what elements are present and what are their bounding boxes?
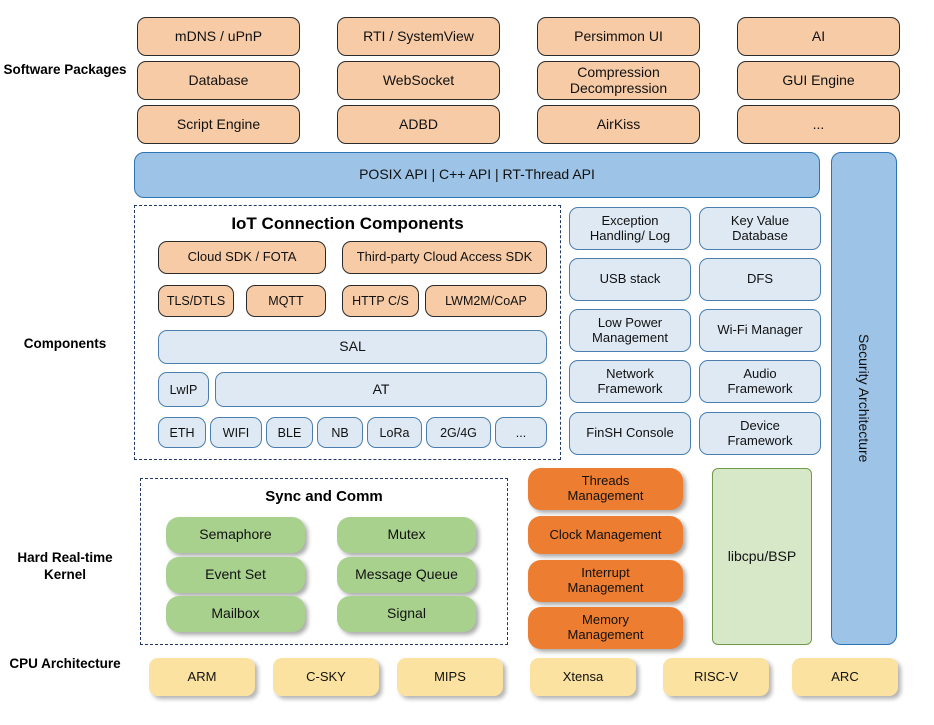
iot-lwip[interactable]: LwIP xyxy=(158,372,209,407)
kernel-message-queue[interactable]: Message Queue xyxy=(337,557,476,593)
software-package-more[interactable]: ... xyxy=(737,105,900,144)
iot-link-lora[interactable]: LoRa xyxy=(367,417,422,448)
cpu-arch-risc-v[interactable]: RISC-V xyxy=(663,658,769,696)
kernel-semaphore[interactable]: Semaphore xyxy=(166,517,305,553)
software-package-gui-engine[interactable]: GUI Engine xyxy=(737,61,900,100)
component-finsh-console[interactable]: FinSH Console xyxy=(569,412,691,455)
cpu-arch-xtensa[interactable]: Xtensa xyxy=(530,658,636,696)
row-label-kernel: Hard Real-time Kernel xyxy=(17,550,113,582)
security-architecture-bar[interactable]: Security Architecture xyxy=(831,152,897,645)
component-dfs[interactable]: DFS xyxy=(699,258,821,301)
row-label-components: Components xyxy=(23,336,107,351)
software-package-websocket[interactable]: WebSocket xyxy=(337,61,500,100)
row-label-cpu-architecture: CPU Architecture xyxy=(9,656,121,671)
software-package-compression-decompression[interactable]: Compression Decompression xyxy=(537,61,700,100)
iot-connection-components-title: IoT Connection Components xyxy=(231,214,464,233)
kernel-mailbox[interactable]: Mailbox xyxy=(166,596,305,632)
iot-link-more[interactable]: ... xyxy=(495,417,547,448)
iot-link-wifi[interactable]: WIFI xyxy=(210,417,262,448)
kernel-interrupt-management[interactable]: Interrupt Management xyxy=(528,560,683,602)
component-device-framework[interactable]: Device Framework xyxy=(699,412,821,455)
kernel-signal[interactable]: Signal xyxy=(337,596,476,632)
software-package-database[interactable]: Database xyxy=(137,61,300,100)
cpu-arch-c-sky[interactable]: C-SKY xyxy=(273,658,379,696)
row-label-software-packages: Software Packages xyxy=(3,62,127,77)
software-package-persimmon-ui[interactable]: Persimmon UI xyxy=(537,17,700,56)
kernel-clock-management[interactable]: Clock Management xyxy=(528,516,683,554)
iot-link-ble[interactable]: BLE xyxy=(266,417,313,448)
kernel-threads-management[interactable]: Threads Management xyxy=(528,468,683,510)
iot-protocol-mqtt[interactable]: MQTT xyxy=(246,285,326,317)
software-package-airkiss[interactable]: AirKiss xyxy=(537,105,700,144)
iot-link-eth[interactable]: ETH xyxy=(158,417,206,448)
security-architecture-label: Security Architecture xyxy=(856,334,872,463)
software-package-rti-systemview[interactable]: RTI / SystemView xyxy=(337,17,500,56)
kernel-memory-management[interactable]: Memory Management xyxy=(528,607,683,649)
iot-cloud-sdk-fota[interactable]: Cloud SDK / FOTA xyxy=(158,241,326,274)
api-layer-bar[interactable]: POSIX API | C++ API | RT-Thread API xyxy=(134,152,820,198)
iot-link-2g-4g[interactable]: 2G/4G xyxy=(426,417,491,448)
sync-and-comm-title: Sync and Comm xyxy=(265,488,383,505)
software-package-script-engine[interactable]: Script Engine xyxy=(137,105,300,144)
component-key-value-database[interactable]: Key Value Database xyxy=(699,207,821,250)
iot-protocol-lwm2m-coap[interactable]: LWM2M/CoAP xyxy=(425,285,547,317)
software-package-mdns-upnp[interactable]: mDNS / uPnP xyxy=(137,17,300,56)
software-package-ai[interactable]: AI xyxy=(737,17,900,56)
cpu-arch-arc[interactable]: ARC xyxy=(792,658,898,696)
iot-link-nb[interactable]: NB xyxy=(317,417,363,448)
cpu-arch-mips[interactable]: MIPS xyxy=(397,658,503,696)
iot-at-layer[interactable]: AT xyxy=(215,372,547,407)
iot-third-party-cloud-access-sdk[interactable]: Third-party Cloud Access SDK xyxy=(342,241,547,274)
software-package-adbd[interactable]: ADBD xyxy=(337,105,500,144)
kernel-event-set[interactable]: Event Set xyxy=(166,557,305,593)
component-wifi-manager[interactable]: Wi-Fi Manager xyxy=(699,309,821,352)
libcpu-bsp-block[interactable]: libcpu/BSP xyxy=(712,468,812,645)
kernel-mutex[interactable]: Mutex xyxy=(337,517,476,553)
component-exception-handling-log[interactable]: Exception Handling/ Log xyxy=(569,207,691,250)
component-network-framework[interactable]: Network Framework xyxy=(569,360,691,403)
component-usb-stack[interactable]: USB stack xyxy=(569,258,691,301)
component-audio-framework[interactable]: Audio Framework xyxy=(699,360,821,403)
iot-sal-layer[interactable]: SAL xyxy=(158,330,547,364)
component-low-power-management[interactable]: Low Power Management xyxy=(569,309,691,352)
iot-protocol-http-cs[interactable]: HTTP C/S xyxy=(342,285,419,317)
cpu-arch-arm[interactable]: ARM xyxy=(149,658,255,696)
iot-protocol-tls-dtls[interactable]: TLS/DTLS xyxy=(158,285,234,317)
